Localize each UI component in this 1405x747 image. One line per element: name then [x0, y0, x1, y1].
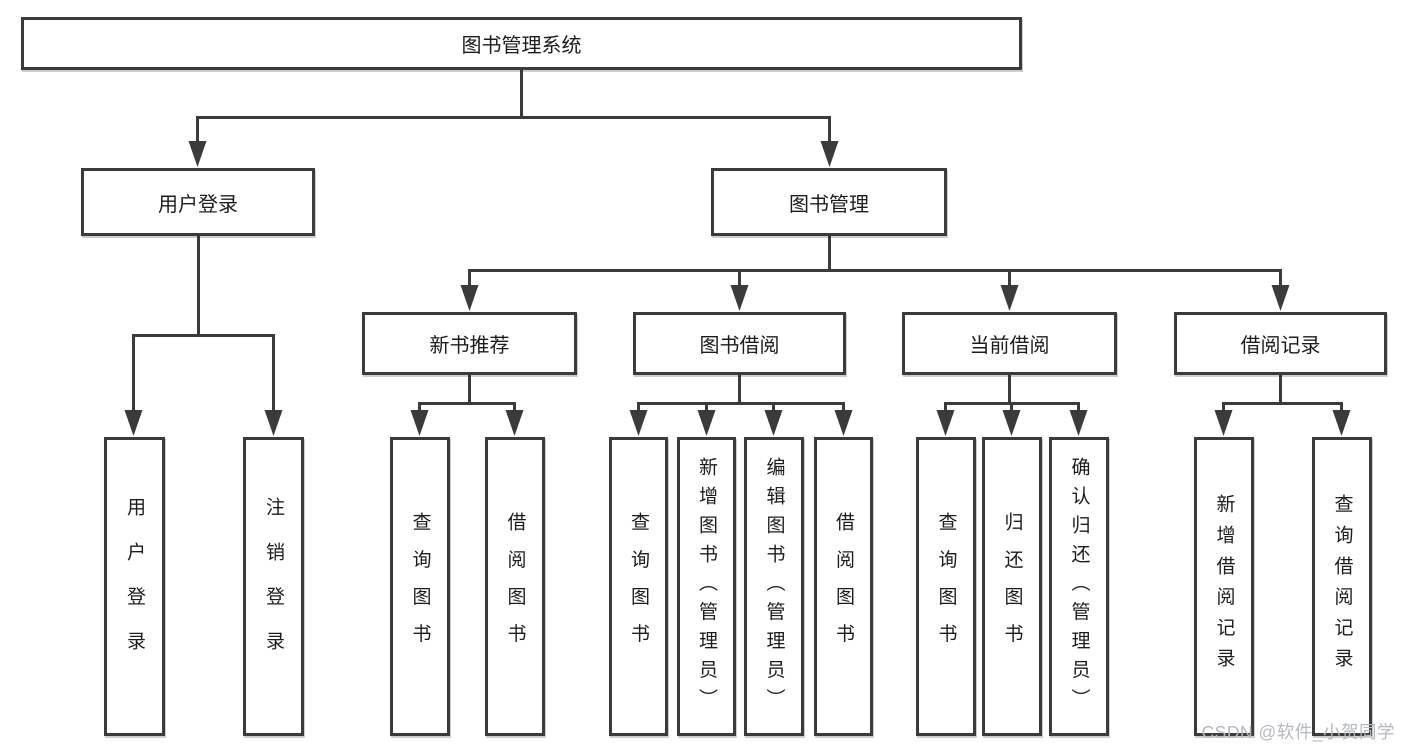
- node-label: 图书管理: [789, 193, 869, 216]
- leaf-confirm-return-admin: 确认归还（管理员）: [1049, 437, 1109, 736]
- node-current-borrowing: 当前借阅: [902, 312, 1117, 375]
- node-label: 查询图书: [628, 512, 649, 661]
- connector-user-login-to-leaves: [124, 235, 283, 436]
- node-borrowing-records: 借阅记录: [1174, 312, 1387, 375]
- node-book-management: 图书管理: [711, 168, 947, 236]
- node-label: 确认归还（管理员）: [1068, 456, 1090, 717]
- node-label: 新书推荐: [429, 335, 510, 357]
- node-label: 图书管理系统: [461, 35, 582, 57]
- connector-root-to-level2: [188, 69, 839, 167]
- node-label: 图书借阅: [699, 335, 780, 357]
- node-user-login: 用户登录: [81, 168, 315, 236]
- leaf-add-book-admin: 新增图书（管理员）: [677, 437, 736, 736]
- node-label: 借阅图书: [504, 512, 526, 661]
- connector-new-book-rec-to-leaves: [410, 374, 524, 436]
- leaf-return-books: 归还图书: [982, 437, 1042, 736]
- node-label: 查询图书: [935, 512, 957, 661]
- leaf-logout: 注销登录: [243, 437, 304, 736]
- node-label: 借阅记录: [1240, 335, 1321, 357]
- node-label: 新增图书（管理员）: [696, 456, 717, 717]
- node-root-system: 图书管理系统: [21, 17, 1022, 70]
- watermark: CSDN @软件_小贺同学: [1201, 722, 1395, 742]
- leaf-user-login: 用户登录: [104, 437, 165, 736]
- connector-book-borrow-to-leaves: [629, 374, 853, 436]
- node-label: 归还图书: [1001, 512, 1023, 661]
- node-label: 编辑图书（管理员）: [763, 456, 785, 717]
- node-label: 用户登录: [124, 497, 145, 676]
- leaf-borrow-books: 借阅图书: [814, 437, 873, 736]
- leaf-query-books-current: 查询图书: [916, 437, 976, 736]
- node-label: 注销登录: [263, 497, 284, 676]
- node-label: 新增借阅记录: [1213, 494, 1235, 679]
- node-new-book-recommend: 新书推荐: [362, 312, 577, 375]
- leaf-add-borrow-record: 新增借阅记录: [1194, 437, 1254, 736]
- leaf-edit-book-admin: 编辑图书（管理员）: [744, 437, 804, 736]
- leaf-query-books-borrow: 查询图书: [609, 437, 668, 736]
- node-label: 用户登录: [158, 193, 238, 216]
- connector-current-borrow-to-leaves: [936, 374, 1088, 436]
- node-label: 当前借阅: [969, 335, 1050, 357]
- connector-borrow-records-to-leaves: [1214, 374, 1351, 436]
- node-label: 查询图书: [409, 512, 431, 661]
- connector-book-mgmt-to-level3: [460, 235, 1290, 311]
- leaf-borrow-books-recommend: 借阅图书: [485, 437, 545, 736]
- node-book-borrowing: 图书借阅: [633, 312, 846, 375]
- leaf-query-books-recommend: 查询图书: [390, 437, 450, 736]
- node-label: 查询借阅记录: [1331, 494, 1353, 679]
- leaf-query-borrow-record: 查询借阅记录: [1312, 437, 1372, 736]
- node-label: 借阅图书: [833, 512, 854, 661]
